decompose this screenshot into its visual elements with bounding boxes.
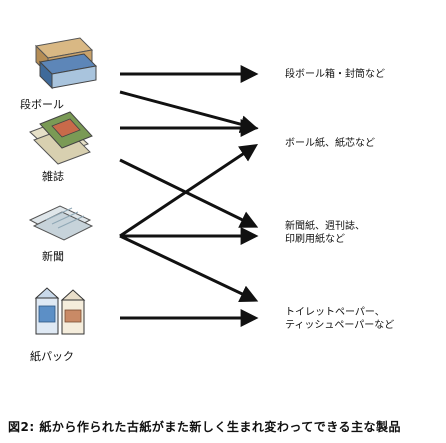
product-label-paperboard: ボール紙、紙芯など (285, 137, 375, 150)
source-label-newspaper: 新聞 (42, 250, 64, 263)
product-line: 印刷用紙など (285, 234, 345, 245)
source-label-carton: 紙パック (30, 350, 74, 363)
source-label-cardboard: 段ボール (20, 98, 64, 111)
arrow-newspaper-to-paperboard (119, 144, 258, 238)
source-label-magazine: 雑誌 (42, 170, 64, 183)
product-label-tissue: トイレットペーパー、 ティッシュペーパーなど (285, 306, 394, 332)
product-line: ボール紙、紙芯など (285, 138, 375, 149)
magazines-icon (29, 111, 93, 165)
newspaper-icon (28, 205, 94, 241)
product-line: ティッシュペーパーなど (285, 320, 395, 331)
product-line: トイレットペーパー、 (285, 307, 385, 318)
product-label-boxes: 段ボール箱・封筒など (285, 68, 385, 81)
figure-caption: 図2: 紙から作られた古紙がまた新しく生まれ変わってできる主な製品 (8, 420, 401, 434)
milk-carton-icon (34, 287, 86, 335)
product-line: 新聞紙、週刊誌、 (285, 221, 365, 232)
product-label-newsprint: 新聞紙、週刊誌、 印刷用紙など (285, 220, 365, 246)
arrow-magazine-to-newsprint (119, 158, 259, 228)
arrow-newspaper-to-tissue (119, 234, 259, 302)
arrow-cardboard-to-paperboard (119, 90, 259, 133)
flow-arrows (119, 65, 259, 327)
cardboard-boxes-icon (34, 37, 98, 90)
product-line: 段ボール箱・封筒など (285, 69, 385, 80)
